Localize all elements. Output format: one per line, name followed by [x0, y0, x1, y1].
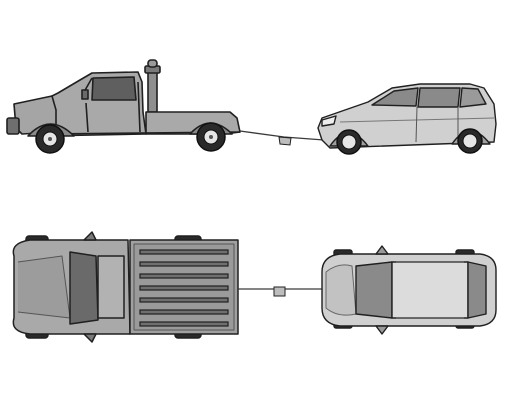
tow-truck-side [6, 59, 241, 137]
warning-flag-top [273, 286, 286, 297]
top-view-panel [12, 231, 497, 343]
warning-flag-side [278, 136, 292, 146]
truck-bed-slats [139, 249, 229, 327]
tow-truck-front-wheel [35, 124, 65, 154]
tow-rope-side [239, 130, 325, 146]
tow-rope-top [238, 286, 322, 297]
hatchback-car-side [317, 83, 497, 149]
side-view-panel [6, 59, 497, 155]
hatchback-car-top [321, 245, 497, 335]
tow-truck-rear-wheel [196, 122, 226, 152]
hatchback-front-wheel-side [336, 129, 362, 155]
hatchback-rear-wheel-side [457, 128, 483, 154]
